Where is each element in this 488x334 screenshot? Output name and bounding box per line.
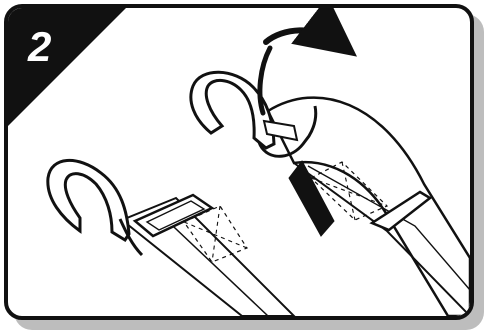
left-s-hook xyxy=(48,160,129,240)
strap-threading-illustration xyxy=(8,8,470,316)
left-strap-assembly xyxy=(48,160,294,316)
right-strap-folded-loop xyxy=(268,98,470,316)
instruction-panel: 2 xyxy=(4,4,474,320)
curved-arrow-icon xyxy=(266,30,338,42)
rotation-underside-shadow xyxy=(289,161,334,236)
